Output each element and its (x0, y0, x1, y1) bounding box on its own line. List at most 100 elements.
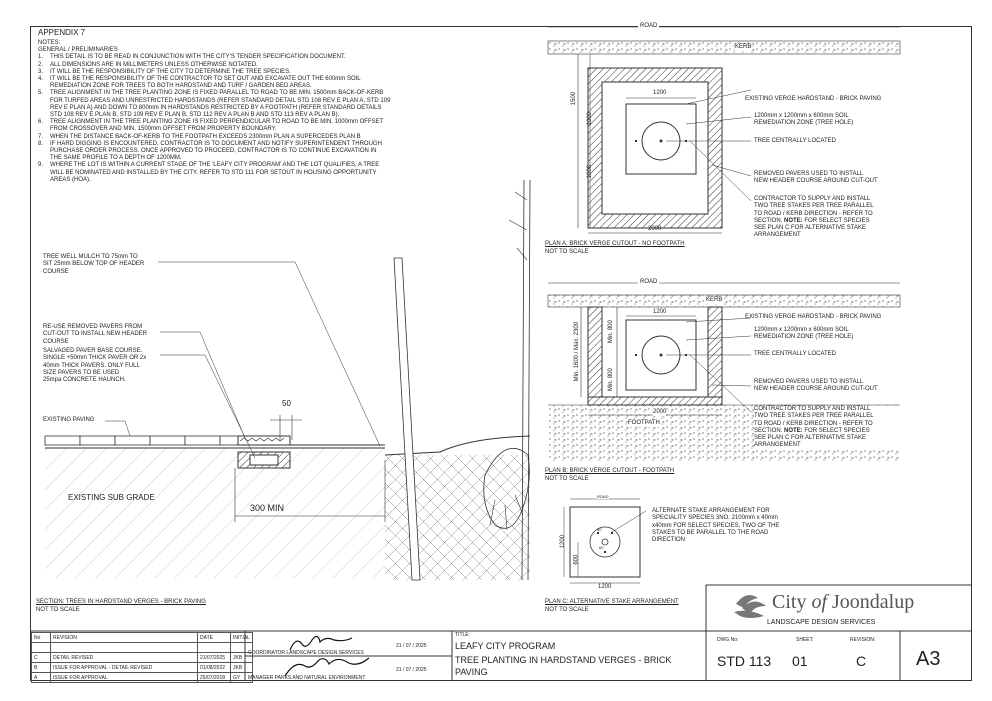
revision-cell: ISSUE FOR APPROVAL (50, 672, 198, 683)
note-item: 6.TREE ALIGNMENT IN THE TREE PLANTING ZO… (38, 119, 390, 133)
dwg-label: DWG No: (717, 637, 739, 643)
note-item: 1.THIS DETAIL IS TO BE READ IN CONJUNCTI… (38, 54, 390, 61)
revision-header-cell: DATE (197, 632, 231, 643)
rev-label: REVISION: (850, 637, 876, 643)
plan-c-dim-1200h: 1200 (598, 584, 612, 590)
signature-1 (289, 635, 353, 651)
note-item: 7. WHEN THE DISTANCE BACK-OF-KERB TO THE … (38, 134, 390, 141)
plan-b-footpath: FOOTPATH (628, 420, 660, 428)
plan-a-dim-1000b: 1000 (587, 164, 594, 179)
revision-cell (31, 642, 51, 653)
revision-cell: 01/08/2022 (197, 662, 231, 673)
note-number: 6. (38, 119, 44, 126)
plan-b-dim-1200: 1200 (653, 309, 667, 315)
plan-b-note-stakes: CONTRACTOR TO SUPPLY AND INSTALL TWO TRE… (754, 406, 899, 450)
plan-a-dim-1500: 1500 (571, 91, 578, 106)
note-number: 4. (38, 76, 44, 83)
revision-cell: B (31, 662, 51, 673)
dim-300: 300 MIN (250, 503, 285, 513)
dwg-value: STD 113 (717, 653, 772, 669)
note-item: 9. WHERE THE LOT IS WITHIN A CURRENT STAG… (38, 162, 390, 184)
plan-c-dim-60a: 60 (597, 527, 602, 532)
notes-list: 1.THIS DETAIL IS TO BE READ IN CONJUNCTI… (38, 54, 390, 184)
note-text: WHERE THE LOT IS WITHIN A CURRENT STAGE … (50, 162, 380, 183)
sheet-label: SHEET: (796, 637, 814, 643)
plan-b-note-hardstand: EXISTING VERGE HARDSTAND - BRICK PAVING (745, 314, 882, 320)
note-text: TREE ALIGNMENT IN THE TREE PLANTING ZONE… (50, 90, 391, 119)
note-text: WHEN THE DISTANCE BACK-OF-KERB TO THE FO… (50, 133, 361, 140)
plan-a-drawing (547, 26, 901, 234)
plan-a-note-hardstand: EXISTING VERGE HARDSTAND - BRICK PAVING (745, 96, 882, 102)
org-dept: LANDSCAPE DESIGN SERVICES (767, 619, 876, 626)
plan-c-note: ALTERNATE STAKE ARRANGEMENT FOR SPECIALI… (652, 508, 780, 544)
notes-block: NOTES: GENERAL / PRELIMINARIES 1.THIS DE… (38, 40, 390, 184)
plan-b-dim-800b: Min. 800 (607, 368, 614, 392)
city-logo-icon (734, 595, 766, 618)
note-number: 3. (38, 68, 44, 75)
dim-50: 50 (282, 399, 291, 408)
title-block-frame (30, 584, 971, 680)
plan-a-note-stakes: CONTRACTOR TO SUPPLY AND INSTALL TWO TRE… (754, 196, 874, 239)
notes-subheading: GENERAL / PRELIMINARIES (38, 47, 118, 54)
plan-c-scale: NOT TO SCALE (545, 607, 589, 613)
title-label: TITLE: (455, 632, 471, 638)
appendix-label: APPENDIX 7 (38, 28, 86, 37)
sig2-date: 21 / 07 / 2025 (396, 667, 427, 673)
note-number: 5. (38, 90, 44, 97)
title-line3: PAVING (455, 667, 488, 677)
plan-a-note-tree: TREE CENTRALLY LOCATED (754, 138, 837, 144)
section-scale: NOT TO SCALE (36, 607, 80, 613)
revision-cell: 21/07/2025 (197, 652, 231, 663)
plan-a-dim-1000a: 1000 (587, 111, 594, 126)
plan-b-dim-side: Min. 1600 / Max. 2300 (574, 321, 581, 382)
revision-cell: A (31, 672, 51, 683)
plan-a-caption: PLAN A: BRICK VERGE CUTOUT - NO FOOTPATH (545, 241, 685, 247)
plan-b-drawing (547, 282, 901, 461)
plan-b-kerb: KERB (706, 297, 723, 305)
plan-c-dim-600: 600 (573, 554, 580, 565)
sub-grade-label: EXISTING SUB GRADE (68, 493, 155, 502)
revision-cell: JKB (230, 652, 253, 663)
plan-c-road: ROAD (597, 494, 609, 499)
note-number: 1. (38, 54, 44, 61)
section-drawing (44, 179, 531, 581)
revision-cell: DETAIL REVISED (50, 652, 198, 663)
revision-cell: JKB (230, 662, 253, 673)
sheet-size: A3 (916, 648, 941, 670)
reuse-note: RE-USE REMOVED PAVERS FROM CUT-OUT TO IN… (43, 324, 148, 345)
note-number: 2. (38, 61, 44, 68)
revision-cell (50, 642, 198, 653)
revision-cell (230, 642, 253, 653)
drawing-sheet (30, 26, 972, 681)
plan-b-dim-2000: 2000 (653, 409, 667, 417)
revision-cell (197, 642, 231, 653)
sheet-value: 01 (792, 653, 808, 669)
plan-b-caption: PLAN B: BRICK VERGE CUTOUT - FOOTPATH (545, 468, 675, 474)
section-caption: SECTION: TREES IN HARDSTAND VERGES - BRI… (36, 599, 206, 605)
plan-a-road: ROAD (638, 23, 660, 31)
plan-b-dim-800a: Min. 800 (607, 320, 614, 344)
mulch-note: TREE WELL MULCH TO 75mm TO SIT 25mm BELO… (43, 254, 145, 275)
plan-c-dim-1200v: 1200 (560, 534, 567, 549)
plan-a-scale: NOT TO SCALE (545, 249, 589, 255)
note-text: IT WILL BE THE RESPONSIBILITY OF THE CIT… (50, 68, 291, 75)
note-number: 9. (38, 162, 44, 169)
rev-value: C (856, 653, 867, 669)
note-text: IF HARD DIGGING IS ENCOUNTERED, CONTRACT… (50, 140, 382, 162)
note-item: 4.IT WILL BE THE RESPONSIBILITY OF THE C… (38, 76, 390, 90)
plan-b-scale: NOT TO SCALE (545, 476, 589, 482)
revision-header-cell: No (31, 632, 51, 643)
revision-cell: C (31, 652, 51, 663)
note-item: 2.ALL DIMENSIONS ARE IN MILLIMETERS UNLE… (38, 62, 390, 69)
note-number: 7. (38, 133, 44, 140)
note-item: 5. TREE ALIGNMENT IN THE TREE PLANTING ZO… (38, 90, 390, 119)
plan-b-road: ROAD (638, 279, 660, 287)
revision-header-cell: REVISION (50, 632, 198, 643)
plan-c-caption: PLAN C: ALTERNATIVE STAKE ARRANGEMENT (545, 599, 679, 605)
